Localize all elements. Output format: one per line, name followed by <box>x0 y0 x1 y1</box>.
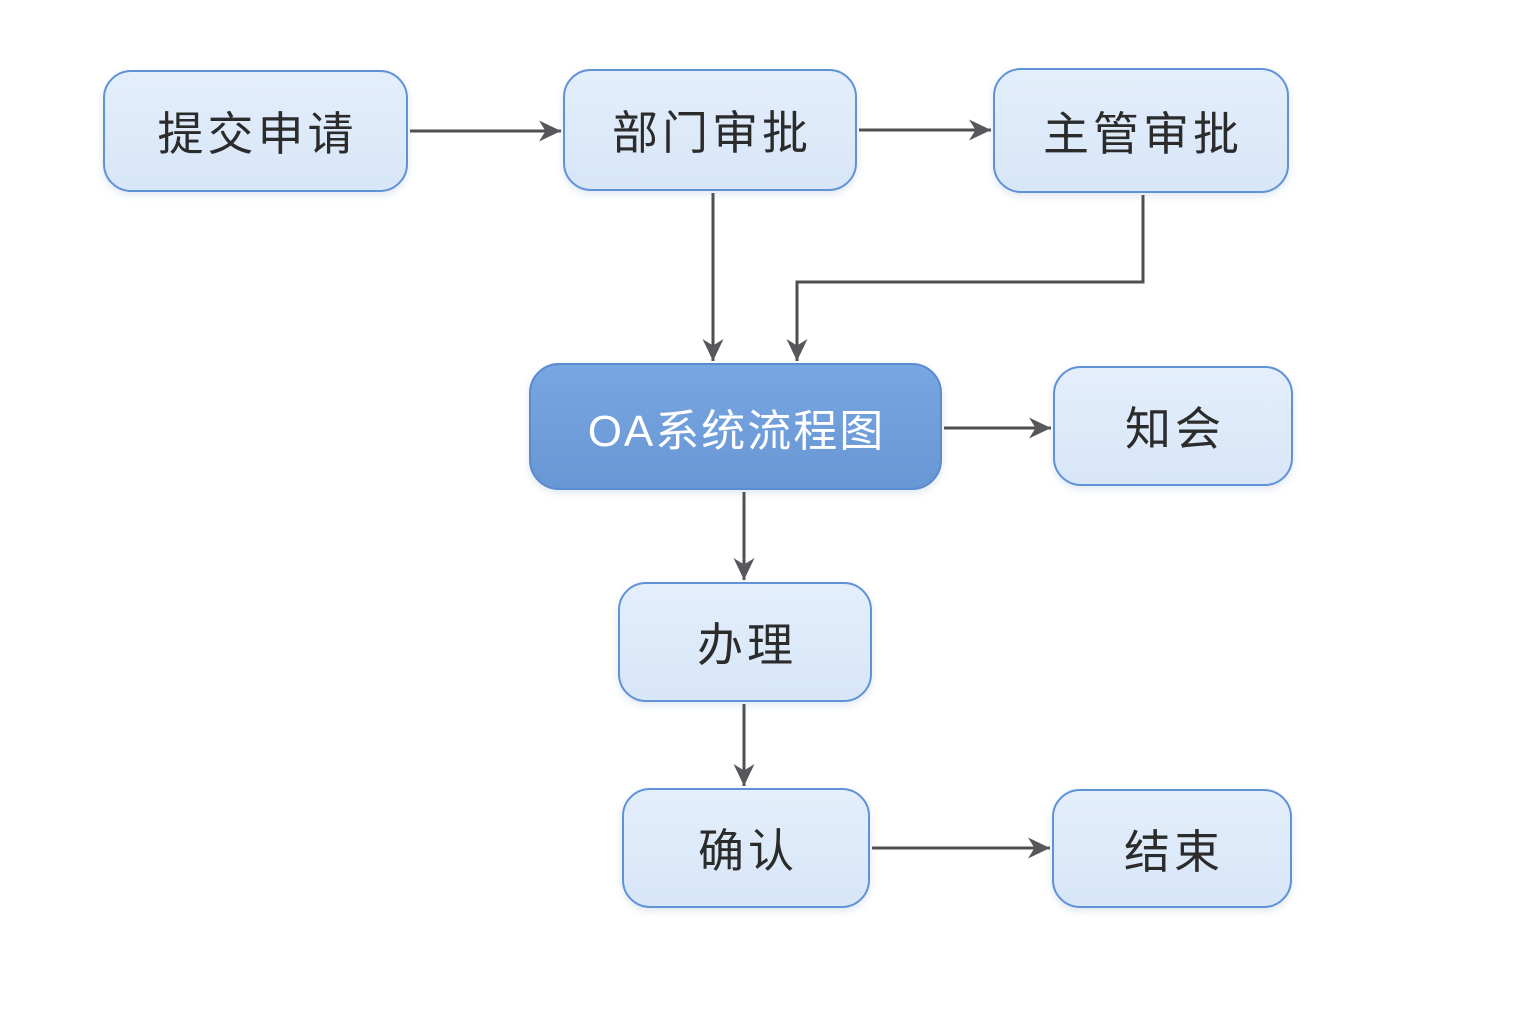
node-supervisor-approval-label: 主管审批 <box>1043 107 1243 160</box>
edge-supervisor-to-oa <box>786 195 1145 361</box>
node-end: 结束 <box>1052 789 1292 908</box>
node-notify: 知会 <box>1053 366 1293 486</box>
node-confirm: 确认 <box>622 788 870 908</box>
node-oa-system-flowchart-label: OA系统流程图 <box>587 406 886 456</box>
node-handle-label: 办理 <box>697 619 797 671</box>
node-submit-application: 提交申请 <box>103 70 408 192</box>
node-oa-system-flowchart: OA系统流程图 <box>529 363 942 490</box>
node-supervisor-approval: 主管审批 <box>993 68 1289 193</box>
node-handle: 办理 <box>618 582 872 702</box>
node-end-label: 结束 <box>1124 825 1224 878</box>
node-notify-label: 知会 <box>1125 403 1225 455</box>
node-department-approval: 部门审批 <box>563 69 857 191</box>
node-department-approval-label: 部门审批 <box>612 107 812 159</box>
node-confirm-label: 确认 <box>698 825 798 877</box>
node-submit-application-label: 提交申请 <box>157 108 358 160</box>
